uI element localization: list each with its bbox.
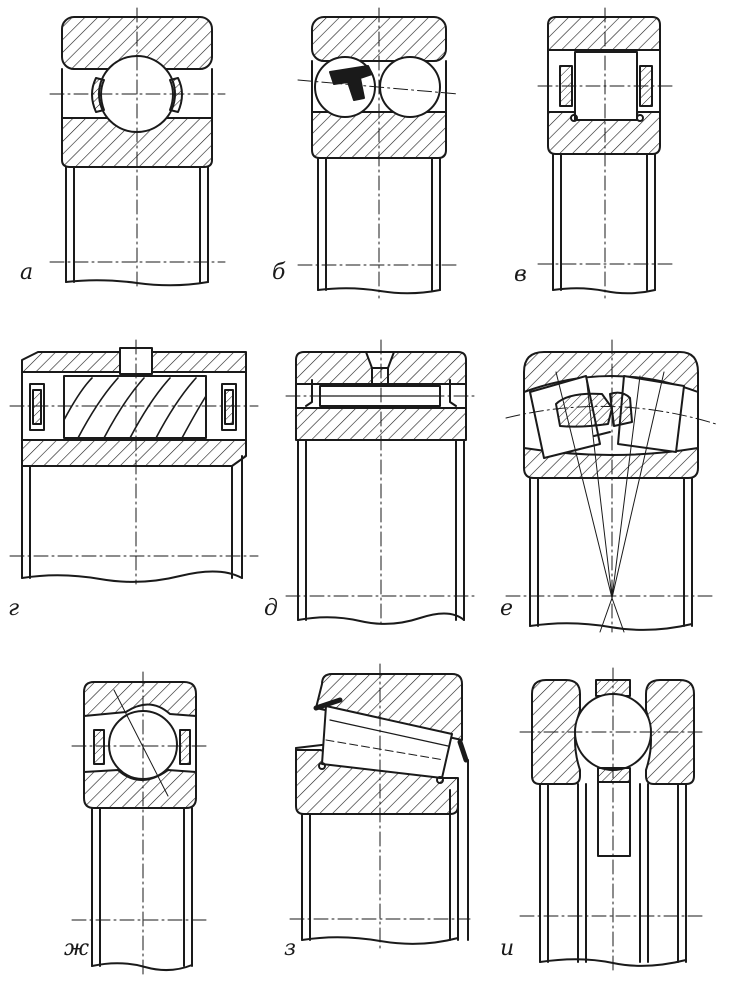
bearing-b [297, 7, 459, 299]
bearing-z [289, 663, 471, 951]
bearing-e [505, 339, 717, 633]
bearing-d [285, 339, 479, 629]
label-g: г [8, 596, 20, 621]
label-b: б [272, 260, 286, 285]
label-zh: ж [64, 936, 90, 961]
label-z: з [284, 936, 296, 961]
bearing-v [537, 7, 673, 299]
bearing-i [519, 667, 707, 973]
label-a: а [20, 260, 34, 285]
label-e: е [500, 596, 514, 621]
bearing-a [49, 7, 226, 291]
label-v: в [514, 262, 527, 287]
bearing-g [9, 339, 259, 585]
label-d: д [264, 596, 278, 621]
bearing-zh [71, 671, 209, 976]
label-i: и [500, 936, 515, 961]
